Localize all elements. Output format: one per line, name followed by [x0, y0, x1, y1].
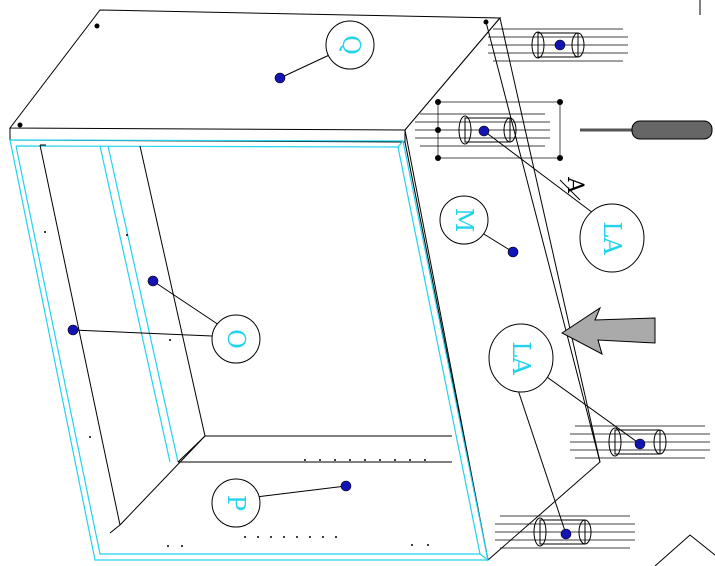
- leg-fitting-icon: [415, 28, 710, 549]
- marker-a-label: A: [562, 176, 587, 194]
- floor-marker: [654, 0, 715, 566]
- marker-dots: [67, 39, 646, 540]
- callout-o-label: O: [222, 329, 250, 349]
- cabinet-interior: [39, 144, 452, 534]
- callout-la-lower: LA: [488, 323, 554, 393]
- marker-a: A: [559, 176, 587, 201]
- callout-q-label: Q: [337, 35, 365, 55]
- callout-q: Q: [325, 20, 375, 70]
- callout-m-label: M: [450, 208, 478, 233]
- side-panel: [404, 16, 601, 561]
- callout-la-lower-label: LA: [507, 341, 535, 375]
- callout-p-label: P: [222, 495, 250, 511]
- callout-la-upper: LA: [579, 203, 645, 273]
- arrow-icon: [561, 306, 656, 355]
- hole-markers: [44, 231, 429, 547]
- cabinet-front-edge: [9, 139, 489, 561]
- callout-o: O: [211, 314, 261, 364]
- leader-lines: [72, 49, 641, 535]
- callout-la-upper-label: LA: [598, 221, 626, 255]
- screwdriver-icon: [580, 120, 713, 140]
- callout-m: M: [439, 195, 489, 245]
- callout-p: P: [211, 478, 261, 528]
